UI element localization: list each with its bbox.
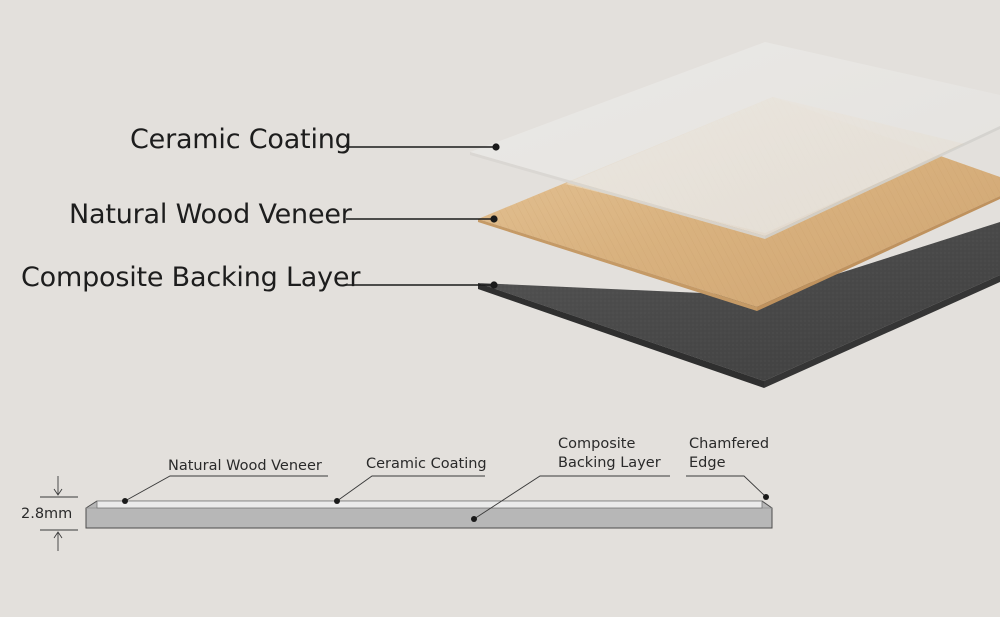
exploded-leaders (346, 146, 496, 286)
veneer-marker-dot (490, 215, 498, 223)
section-chamfer-label: Chamfered Edge (689, 435, 769, 473)
ceramic-layer (470, 42, 1000, 239)
natural-wood-veneer-label: Natural Wood Veneer (69, 199, 352, 230)
section-chamfer-line1: Chamfered (689, 436, 770, 452)
section-backing-dot (471, 516, 477, 522)
section-ceramic-dot (334, 498, 340, 504)
section-veneer-label: Natural Wood Veneer (168, 458, 322, 474)
composite-backing-layer-label: Composite Backing Layer (21, 262, 361, 293)
section-veneer-dot (122, 498, 128, 504)
backing-marker-dot (490, 281, 498, 289)
section-backing-label: Composite Backing Layer (558, 435, 661, 473)
section-chamfer-dot (763, 494, 769, 500)
thickness-label: 2.8mm (21, 506, 73, 522)
section-leaders (124, 475, 767, 520)
section-ceramic-label: Ceramic Coating (366, 456, 487, 472)
section-backing-line1: Composite (558, 436, 636, 452)
ceramic-coating-label: Ceramic Coating (130, 124, 352, 155)
section-chamfer-line2: Edge (689, 455, 726, 471)
ceramic-marker-dot (492, 143, 500, 151)
thickness-dimension (40, 476, 78, 551)
cross-section (85, 500, 773, 529)
section-backing-line2: Backing Layer (558, 455, 661, 471)
